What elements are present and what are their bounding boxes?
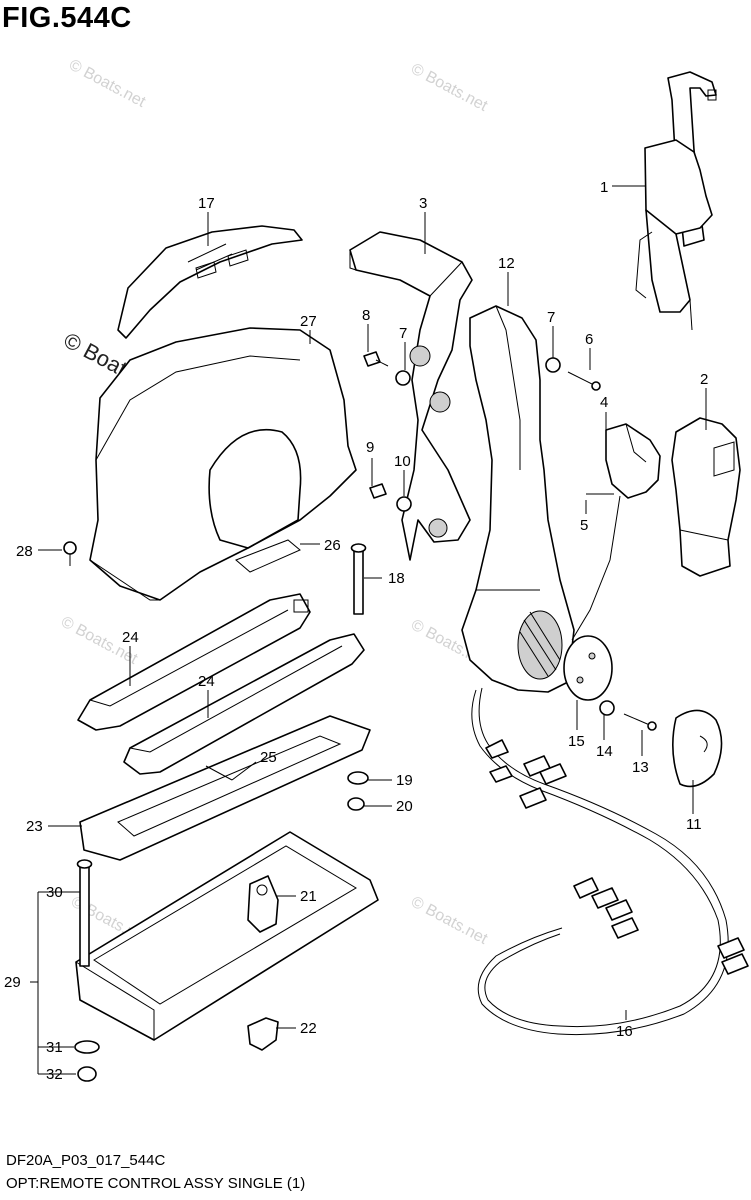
callout-12: 12 — [498, 255, 515, 272]
figure-code: DF20A_P03_017_544C — [6, 1152, 166, 1169]
part-24-brackets — [77, 593, 365, 775]
part-16-wire-harness — [471, 687, 749, 1036]
callout-23: 23 — [26, 818, 43, 835]
part-11-cap — [672, 709, 723, 788]
callout-24b: 24 — [198, 673, 215, 690]
part-15-disc — [563, 635, 613, 701]
callout-24: 24 — [122, 629, 139, 646]
callout-26: 26 — [324, 537, 341, 554]
callout-20: 20 — [396, 798, 413, 815]
callout-7b: 7 — [547, 309, 555, 326]
callout-25: 25 — [260, 749, 277, 766]
callout-3: 3 — [419, 195, 427, 212]
part-22-small-clip — [247, 1017, 279, 1051]
callout-17: 17 — [198, 195, 215, 212]
callout-22: 22 — [300, 1020, 317, 1037]
callout-15: 15 — [568, 733, 585, 750]
watermark-text: © Boats.net — [408, 894, 490, 949]
figure-caption: OPT:REMOTE CONTROL ASSY SINGLE (1) — [6, 1175, 306, 1192]
part-3-control-lever — [349, 231, 473, 561]
callout-19: 19 — [396, 772, 413, 789]
figure-title: FIG.544C — [2, 2, 132, 34]
callout-9: 9 — [366, 439, 374, 456]
part-2-handle-cover — [671, 417, 741, 577]
part-17-top-cover — [117, 225, 303, 339]
callout-29: 29 — [4, 974, 21, 991]
part-29-base — [75, 831, 379, 1041]
part-21-clip — [247, 875, 279, 933]
callouts: 1 2 3 4 5 6 7 7 8 9 10 11 12 13 14 15 16… — [4, 179, 708, 1083]
part-12-lever-arm — [461, 305, 575, 693]
callout-32: 32 — [46, 1066, 63, 1083]
hardware — [63, 351, 657, 1082]
callout-1: 1 — [600, 179, 608, 196]
watermark-text: © Boats.net — [408, 61, 490, 116]
callout-18: 18 — [388, 570, 405, 587]
part-1-remote-control — [635, 71, 717, 331]
callout-10: 10 — [394, 453, 411, 470]
watermark-text: © Boats.net — [66, 57, 148, 112]
leader-lines — [30, 185, 707, 1075]
callout-27: 27 — [300, 313, 317, 330]
callout-7: 7 — [399, 325, 407, 342]
callout-5: 5 — [580, 517, 588, 534]
callout-2: 2 — [700, 371, 708, 388]
callout-16: 16 — [616, 1023, 633, 1040]
callout-28: 28 — [16, 543, 33, 560]
part-27-housing — [89, 327, 357, 601]
callout-6: 6 — [585, 331, 593, 348]
callout-4: 4 — [600, 394, 608, 411]
callout-21: 21 — [300, 888, 317, 905]
callout-11: 11 — [686, 816, 702, 833]
callout-14: 14 — [596, 743, 613, 760]
callout-13: 13 — [632, 759, 649, 776]
part-4-switch — [571, 423, 661, 641]
callout-31: 31 — [46, 1039, 63, 1056]
part-23-gasket — [79, 715, 371, 861]
callout-8: 8 — [362, 307, 370, 324]
callout-30: 30 — [46, 884, 63, 901]
